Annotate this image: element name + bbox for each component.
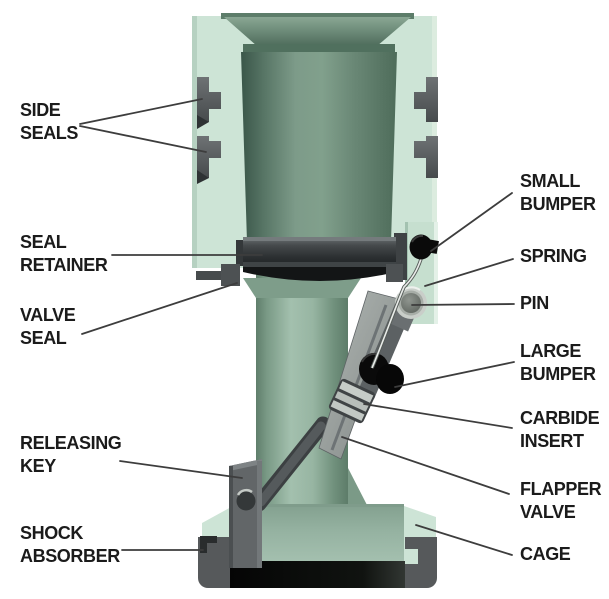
label-seal-retainer: SEAL RETAINER bbox=[20, 232, 108, 275]
label-side-seals: SIDE SEALS bbox=[20, 100, 79, 143]
leader-side-seal-top bbox=[79, 98, 203, 125]
leader-valve-seal bbox=[81, 282, 238, 335]
flapper-hinge-rod bbox=[251, 416, 331, 512]
carbide-insert-part bbox=[328, 378, 376, 424]
side-seal-left-bottom bbox=[197, 136, 221, 184]
side-seal-right-top bbox=[414, 77, 438, 122]
spring-part bbox=[370, 258, 423, 369]
seal-retainer-part bbox=[236, 233, 407, 281]
side-seal-right-bottom bbox=[414, 136, 438, 178]
valve-seal-part bbox=[196, 264, 403, 286]
leader-releasing-key bbox=[119, 460, 243, 479]
leader-flapper-valve bbox=[341, 436, 510, 495]
leader-pin bbox=[411, 303, 515, 306]
label-releasing-key: RELEASING KEY bbox=[20, 433, 122, 476]
upper-barrel bbox=[192, 13, 437, 268]
lower-tube bbox=[233, 268, 367, 508]
leader-large-bumper bbox=[394, 361, 515, 388]
label-small-bumper: SMALL BUMPER bbox=[520, 171, 596, 214]
label-shock-absorber: SHOCK ABSORBER bbox=[20, 523, 120, 566]
large-bumper-part bbox=[359, 352, 404, 394]
leader-carbide-insert bbox=[363, 403, 513, 429]
leader-small-bumper bbox=[430, 192, 513, 252]
label-cage: CAGE bbox=[520, 544, 571, 564]
shock-absorber-part bbox=[200, 536, 217, 553]
label-carbide-insert: CARBIDE INSERT bbox=[520, 408, 600, 451]
leader-spring bbox=[424, 258, 514, 287]
leader-cage bbox=[415, 524, 513, 556]
releasing-key-part bbox=[229, 459, 262, 568]
leader-lines bbox=[79, 98, 515, 556]
pin-part bbox=[395, 286, 427, 319]
label-spring: SPRING bbox=[520, 246, 587, 266]
small-bumper-part bbox=[409, 234, 439, 260]
label-large-bumper: LARGE BUMPER bbox=[520, 341, 596, 384]
leader-side-seal-bottom bbox=[79, 125, 207, 153]
label-valve-seal: VALVE SEAL bbox=[20, 305, 76, 348]
side-seal-left-top bbox=[197, 77, 221, 129]
label-pin: PIN bbox=[520, 293, 549, 313]
label-flapper-valve: FLAPPER VALVE bbox=[520, 479, 602, 522]
